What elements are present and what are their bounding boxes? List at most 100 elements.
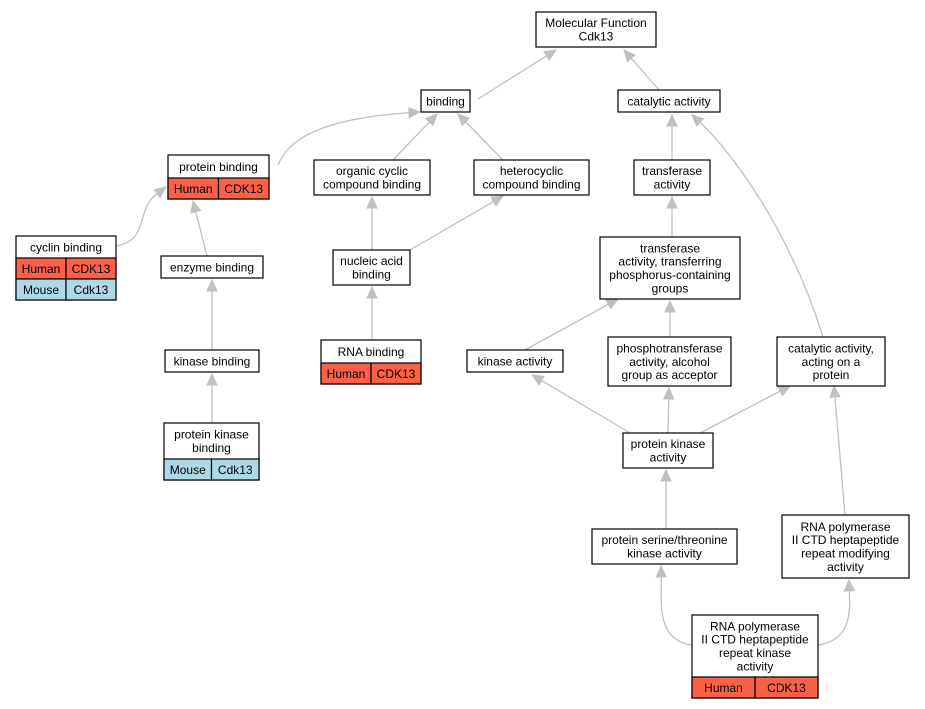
node-box (313, 159, 431, 196)
node-box (617, 89, 721, 113)
arrowhead (829, 384, 841, 398)
node-label-line: enzyme binding (170, 260, 254, 274)
edge-nucleic_acid-to-heterocyclic (409, 195, 505, 251)
edge-protein_kinase_activity-to-kinase_activity (530, 374, 633, 435)
go-term-binding[interactable]: binding (420, 89, 471, 113)
arrowhead (190, 199, 202, 214)
species-label: Mouse (23, 283, 59, 297)
node-label-line: transferase (642, 164, 702, 178)
node-label-line: repeat modifying (801, 546, 890, 560)
node-label-line: protein binding (179, 160, 258, 174)
gene-cell (754, 676, 819, 699)
go-term-catalytic-activity[interactable]: catalytic activity (617, 89, 721, 113)
gene-label: Cdk13 (218, 463, 253, 477)
arrowhead (605, 298, 620, 310)
node-label-line: acting on a (802, 355, 861, 369)
node-label-line: protein serine/threonine (601, 533, 727, 547)
arrowhead (490, 195, 505, 207)
node-label-line: transferase (640, 241, 700, 255)
node-box (164, 349, 260, 373)
node-label-line: protein kinase (631, 437, 706, 451)
species-label: Human (327, 367, 366, 381)
arrowhead (666, 195, 678, 209)
node-label-line: compound binding (323, 177, 421, 191)
node-label-line: kinase activity (478, 354, 553, 368)
node-box (420, 89, 471, 113)
edge-protein_kinase_activity-to-phosphotransferase (662, 386, 675, 434)
node-label-line: RNA binding (338, 345, 405, 359)
species-label: Mouse (170, 463, 206, 477)
edge-ctd_kinase-to-ser_thr_kinase (655, 564, 693, 646)
node-label-line: activity (650, 450, 687, 464)
arrowhead (664, 299, 676, 313)
node-box (473, 159, 590, 196)
node-box (633, 159, 711, 196)
node-label-line: Molecular Function (545, 16, 646, 30)
edge-line (699, 121, 824, 338)
edge-transferase_phosphorus-to-transferase_activity (666, 195, 678, 237)
node-label-line: compound binding (482, 177, 580, 191)
species-label: Human (22, 262, 61, 276)
arrowhead (777, 385, 792, 397)
go-term-kinase-binding[interactable]: kinase binding (164, 349, 260, 373)
node-box (591, 528, 738, 565)
node-label-line: binding (352, 267, 391, 281)
gene-label: CDK13 (224, 182, 263, 196)
edge-nucleic_acid-to-organic_cyclic (366, 195, 378, 250)
node-label-line: activity (737, 659, 774, 673)
gene-label: CDK13 (72, 262, 111, 276)
node-label-line: protein (813, 368, 850, 382)
arrowhead (206, 372, 218, 386)
edge-line (817, 590, 851, 646)
node-box (535, 11, 657, 48)
arrowhead (843, 578, 856, 592)
arrowhead (666, 113, 678, 127)
edge-phosphotransferase-to-transferase_phosphorus (664, 299, 676, 337)
node-label-line: groups (652, 281, 689, 295)
edge-line (392, 121, 430, 161)
go-term-enzyme-binding[interactable]: enzyme binding (160, 255, 264, 279)
edge-protein_binding-to-binding (277, 107, 422, 166)
arrowhead (543, 49, 558, 62)
go-term-kinase-activity[interactable]: kinase activity (466, 349, 564, 373)
annotation-row-human: Human CDK13 (320, 362, 422, 385)
edge-line (699, 390, 781, 434)
gene-label: CDK13 (377, 367, 416, 381)
edge-line (277, 112, 410, 166)
edge-binding-to-molecular_function (477, 49, 558, 100)
edge-line (465, 121, 504, 161)
node-label-line: nucleic acid (340, 254, 403, 268)
node-label-line: phosphotransferase (616, 342, 722, 356)
edge-rna_binding-to-nucleic_acid (366, 285, 378, 340)
edge-catalytic_protein-to-catalytic_activity (691, 114, 824, 338)
node-box (160, 255, 264, 279)
arrowhead (408, 107, 422, 119)
annotation-row-mouse: Mouse Cdk13 (163, 458, 260, 481)
edge-line (630, 57, 660, 91)
node-label-line: activity, transferring (618, 255, 721, 269)
edge-line (667, 398, 670, 434)
node-label-line: catalytic activity, (788, 342, 874, 356)
annotation-row-human: Human CDK13 (15, 257, 117, 280)
node-label-line: repeat kinase (719, 646, 791, 660)
edge-line (115, 193, 158, 247)
